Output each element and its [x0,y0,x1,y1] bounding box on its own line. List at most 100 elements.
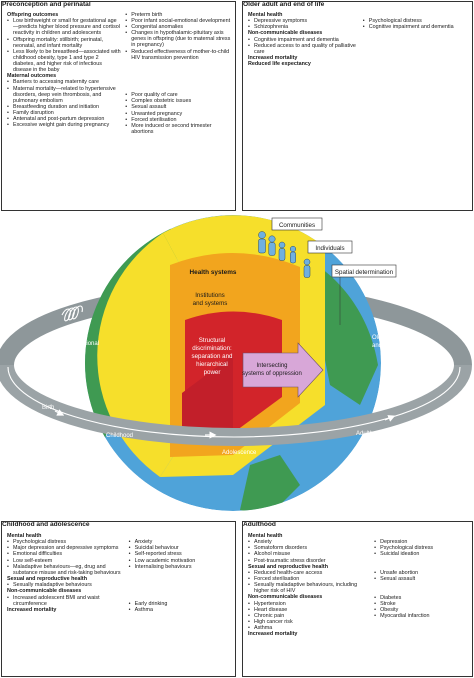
bullet-item: Heart disease [248,607,370,613]
preconception-perinatal-panel: Preconception and perinatal Offspring ou… [1,1,236,211]
core-label-4: hierarchical [196,361,228,368]
panel-column-right: DepressionPsychological distressSuicidal… [374,533,468,637]
bullet-item: Psychological distress [7,539,125,545]
bullet-item: Depression [374,539,468,545]
bullet-item: Congenital anomalies [125,24,231,30]
adolescence-label: Adolescence [222,450,257,456]
childhood-label: Childhood [106,433,133,439]
panel-column-left: Mental healthDepressive symptomsSchizoph… [248,12,359,68]
section-heading: Reduced life expectancy [248,61,311,68]
panel-column-right: Preterm birthPoor infant social-emotiona… [125,12,231,135]
panel-title: Adulthood [243,522,280,530]
panel-column-left: Mental healthPsychological distressMajor… [7,533,125,613]
ring-direction-line [7,366,461,438]
bullet-item: Depressive symptoms [248,18,359,24]
section-heading: Non-communicable diseases [248,594,323,601]
community-people-icon [258,231,311,278]
birth-label: Birth [42,405,54,411]
intergenerational-spiral [61,305,83,322]
individuals-callout: Individuals [307,240,353,254]
health-systems-layer-edge [97,233,233,477]
panel-column-left: Offspring outcomesLow birthweight or sma… [7,12,121,135]
communities-label: Communities [279,222,315,229]
section-heading: Increased mortality [248,55,298,62]
section-heading: Non-communicable diseases [7,588,82,595]
intersecting-label-2: systems of oppression [242,371,302,377]
section-heading: Mental health [248,12,283,18]
section-heading: Increased mortality [248,631,298,638]
bullet-item: Family disruption [7,110,121,116]
bullet-item: Diabetes [374,595,468,601]
section-heading: Offspring outcomes [7,12,59,18]
bullet-item: Anxiety [129,539,231,545]
childhood-adolescence-panel: Childhood and adolescence Mental healthP… [1,521,236,677]
bullet-item: Hypertension [248,601,370,607]
bullet-item: Breastfeeding duration and initiation [7,104,121,110]
adulthood-label: Adulthood [356,431,383,437]
older-adult-label-2: and end of life [372,343,410,349]
intersecting-label-1: Intersecting [256,363,287,369]
bullet-item: Maladaptive behaviours—eg, drug and subs… [7,564,125,576]
section-heading: Non-communicable diseases [248,30,323,37]
institutions-label-2: and systems [193,300,228,307]
section-heading: Mental health [7,533,42,539]
bullet-item: Poor quality of care [125,92,231,98]
core-label-3: separation and [192,353,233,360]
bullet-item: Cognitive impairment and dementia [363,24,468,30]
bullet-item: Barriers to accessing maternity care [7,79,121,85]
spatial-determination-callout: Spatial determination [331,264,397,325]
bullet-item: Obesity [374,607,468,613]
bullet-item: Internalising behaviours [129,564,231,570]
section-heading: Sexual and reproductive health [248,563,328,570]
bullet-item: Post-traumatic stress disorder [248,558,370,564]
section-heading: Sexual and reproductive health [7,575,87,582]
bullet-item: Psychological distress [363,18,468,24]
panel-title: Older adult and end of life [243,2,329,10]
bullet-item: Sexual assault [374,576,468,582]
panel-title: Childhood and adolescence [2,522,94,530]
bullet-item: Self-reported stress [129,551,231,557]
core-label-2: discrimination: [192,345,232,352]
bullet-item: Changes in hypothalamic-pituitary axis g… [125,30,231,48]
bullet-item: Chronic pain [248,613,370,619]
core-label-5: power [204,369,221,376]
bullet-item: Reduced access to and quality of palliat… [248,43,359,55]
bullet-item: Complex obstetric issues [125,98,231,104]
bullet-item: Low self-esteem [7,558,125,564]
communities-callout: Communities [271,217,323,231]
bullet-item: Offspring mortality: stillbirth; perinat… [7,37,121,49]
bullet-item: High cancer risk [248,619,370,625]
bullet-item: More induced or second trimester abortio… [125,123,231,135]
structural-discrimination-diagram: Health systems Institutions and systems … [0,215,472,511]
health-systems-label: Health systems [190,269,237,276]
bullet-item: Suicidal ideation [374,551,468,557]
section-heading: Mental health [248,533,283,539]
bullet-item: Increased adolescent BMI and waist circu… [7,595,125,607]
bullet-item: Myocardial infarction [374,613,468,619]
ring-arrow-adulthood [384,415,396,422]
bullet-item: Asthma [129,607,231,613]
bullet-item: Low academic motivation [129,558,231,564]
bullet-item: Alcohol misuse [248,551,370,557]
bullet-item: Asthma [248,625,370,631]
bullet-item: Less likely to be breastfeed—associated … [7,49,121,73]
bullet-item: Suicidal behaviour [129,545,231,551]
panel-column-right: Psychological distressCognitive impairme… [363,12,468,68]
intersecting-systems-arrow [242,342,324,398]
bullet-item: Anxiety [248,539,370,545]
bullet-item: Low birthweight or small for gestational… [7,18,121,36]
bullet-item: Reduced effectiveness of mother-to-child… [125,49,231,61]
core-label-1: Structural [199,337,225,344]
bullet-item: Stroke [374,601,468,607]
bullet-item: Excessive weight gain during pregnancy [7,122,121,128]
bullet-item: Cognitive impairment and dementia [248,37,359,43]
core-inner [182,355,233,433]
intergenerational-label-1: Intergenerational [54,341,99,347]
intergenerational-label-2: effects [54,349,72,355]
bullet-item: Early drinking [129,601,231,607]
bullet-item: Preterm birth [125,12,231,18]
section-heading: Increased mortality [7,606,57,613]
bullet-item: Unsafe abortion [374,570,468,576]
bullet-item: Schizophrenia [248,24,359,30]
bullet-item: Emotional difficulties [7,551,125,557]
